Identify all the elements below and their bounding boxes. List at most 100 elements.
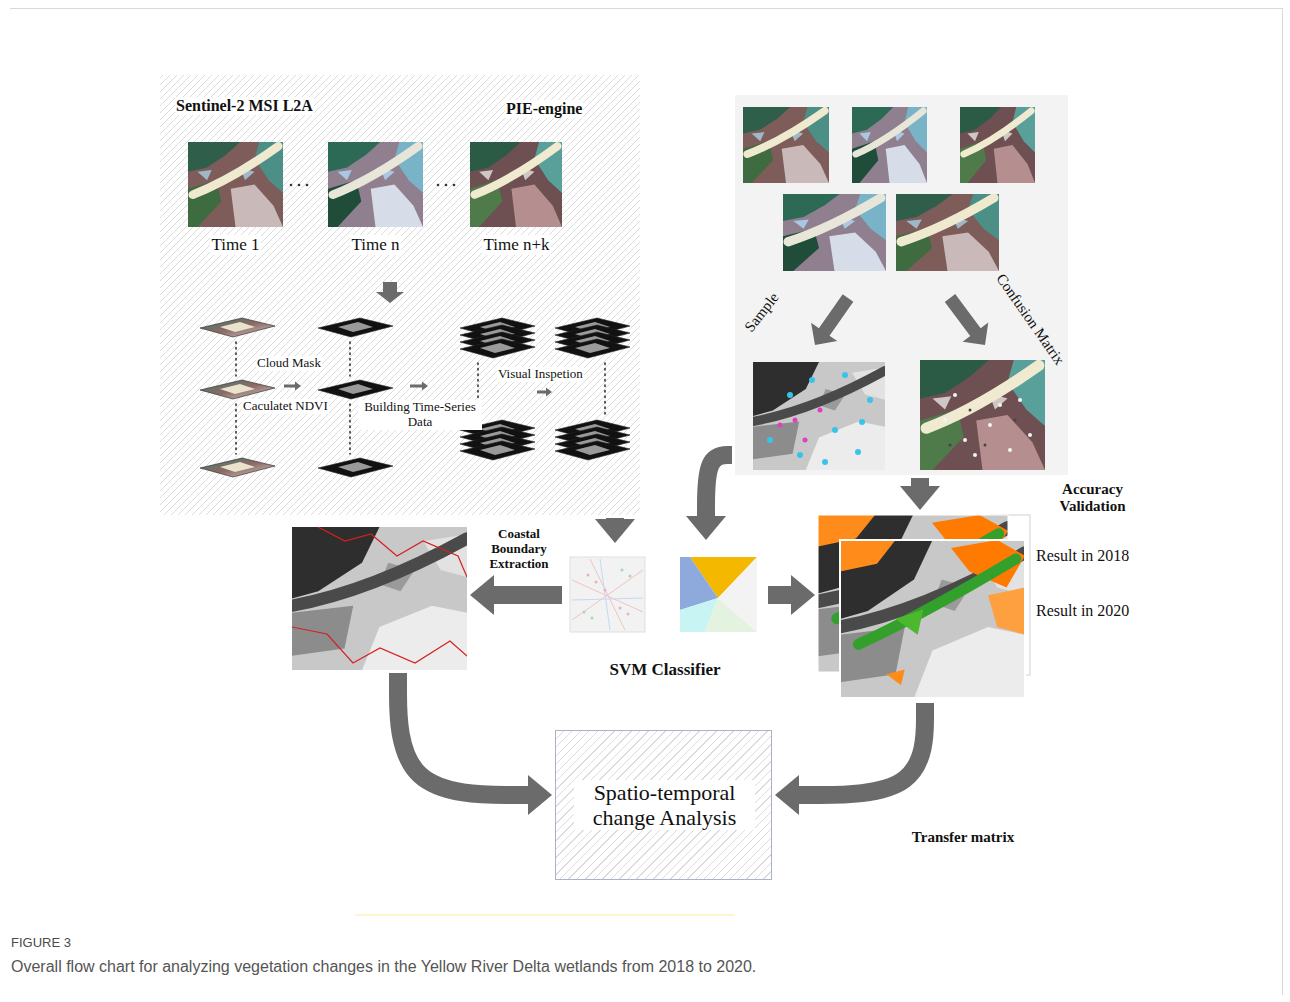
patch-area: [752, 132, 765, 141]
faint-line: [355, 914, 735, 916]
map-ground: [840, 540, 1025, 698]
frame-line: [1282, 8, 1283, 995]
node-text: Result in 2020: [1035, 602, 1130, 620]
light-area: [362, 606, 467, 670]
text-slot: FIGURE 3: [10, 936, 210, 951]
node-text: PIE-engine: [505, 100, 583, 118]
feature-line: [572, 559, 643, 630]
satellite-image: [743, 107, 829, 183]
text-slot: Sample: [734, 280, 791, 346]
patch-area: [906, 219, 921, 228]
text-slot: Spatio-temporal change Analysis: [574, 780, 755, 831]
classifier-node: SVM Classifier: [565, 543, 765, 690]
satellite-image: [896, 194, 999, 271]
river-band: [926, 366, 1039, 429]
text-slot: Visual Inspetion: [497, 367, 597, 382]
validation-point: [1014, 419, 1017, 422]
validation-point: [998, 403, 1002, 407]
river-band: [964, 111, 1032, 154]
river-band: [475, 146, 558, 194]
text-slot: Confusion Matrix: [986, 261, 1075, 377]
feature-point: [629, 575, 632, 578]
node-text: Sentinel-2 MSI L2A: [175, 97, 314, 115]
slab-detail: [480, 343, 515, 353]
sample-point: [855, 449, 861, 455]
land: [852, 107, 927, 183]
map-ground: [753, 362, 885, 470]
patch-area: [933, 396, 952, 409]
boundary-line: [292, 527, 467, 663]
tidal-flat: [371, 185, 423, 228]
text-slot: Coastal Boundary Extraction: [483, 527, 555, 572]
slab-detail: [338, 462, 373, 472]
node-text: Time n+k: [482, 235, 550, 255]
image-slab: [200, 458, 275, 477]
sample-point: [767, 437, 773, 443]
node-text: Sample: [741, 289, 784, 337]
class-patch: [896, 610, 924, 635]
river-band: [856, 111, 924, 154]
coastal-image-node: Coastal Boundary Extraction: [292, 527, 467, 670]
image-node: Time 1: [186, 140, 285, 260]
satellite-image: [920, 360, 1045, 470]
river-band: [753, 371, 885, 422]
sample-point: [859, 419, 865, 425]
feature-space-icon: [570, 557, 645, 632]
image-slab: [460, 441, 535, 460]
slab-detail: [220, 462, 255, 472]
image-slab: [200, 318, 275, 337]
validation-point: [973, 453, 977, 457]
annotation-label: Cloud Mask: [256, 356, 322, 371]
text-slot: Overall flow chart for analyzing vegetat…: [10, 958, 1270, 976]
ellipsis-dot: [306, 184, 309, 187]
slab-detail: [220, 384, 255, 394]
text-slot: Result in 2020: [1035, 602, 1148, 620]
satellite-image: [470, 142, 562, 227]
tidal-flat: [782, 145, 829, 183]
patch-area: [793, 219, 808, 228]
validation-point: [943, 418, 947, 422]
sample-panel: [735, 95, 1068, 475]
node-text: Time n: [350, 235, 400, 255]
dotted-line: [349, 342, 351, 376]
small-arrow: [284, 382, 301, 391]
map-border: [840, 540, 1025, 698]
feature-point: [587, 574, 590, 577]
edge-label: Transfer matrix: [911, 829, 1015, 846]
image-node: Time n: [326, 140, 425, 260]
text-slot: Sentinel-2 MSI L2A: [175, 97, 395, 115]
land: [783, 194, 886, 271]
map-ground: [292, 527, 467, 670]
text-slot: SVM Classifier: [565, 660, 765, 680]
down-arrow: [376, 282, 404, 303]
text-slot: Time n+k: [467, 235, 566, 255]
mid-area: [753, 421, 799, 459]
node-text: Result in 2018: [1035, 547, 1130, 565]
text-slot: Time 1: [186, 235, 285, 255]
connector-arrow: [799, 703, 925, 795]
validation-point: [963, 438, 967, 442]
grayscale-map: [840, 540, 1025, 698]
node-text: Coastal Boundary Extraction: [483, 527, 555, 572]
sample-panel-node: SampleConfusion Matrix: [735, 95, 1068, 475]
feature-line: [572, 559, 643, 630]
river-band: [901, 198, 994, 242]
feature-point: [604, 589, 607, 592]
ellipsis-dot: [453, 184, 456, 187]
dotted-line: [349, 404, 351, 454]
tidal-flat: [231, 185, 283, 228]
tidal-flat: [511, 185, 562, 228]
validation-point: [984, 444, 987, 447]
text-slot: Cloud Mask: [256, 356, 346, 371]
sea-area: [960, 107, 1001, 134]
validation-point: [953, 393, 957, 397]
sample-point: [778, 423, 783, 428]
node-text: SVM Classifier: [609, 660, 722, 680]
patch-area: [968, 132, 979, 141]
image-node: Time n+k: [467, 140, 566, 260]
land: [960, 107, 1035, 183]
annotation-label: Caculatet NDVI: [242, 399, 329, 414]
river-band: [333, 146, 419, 194]
validation-point: [988, 423, 992, 427]
hyperplane-icon: [718, 557, 757, 632]
